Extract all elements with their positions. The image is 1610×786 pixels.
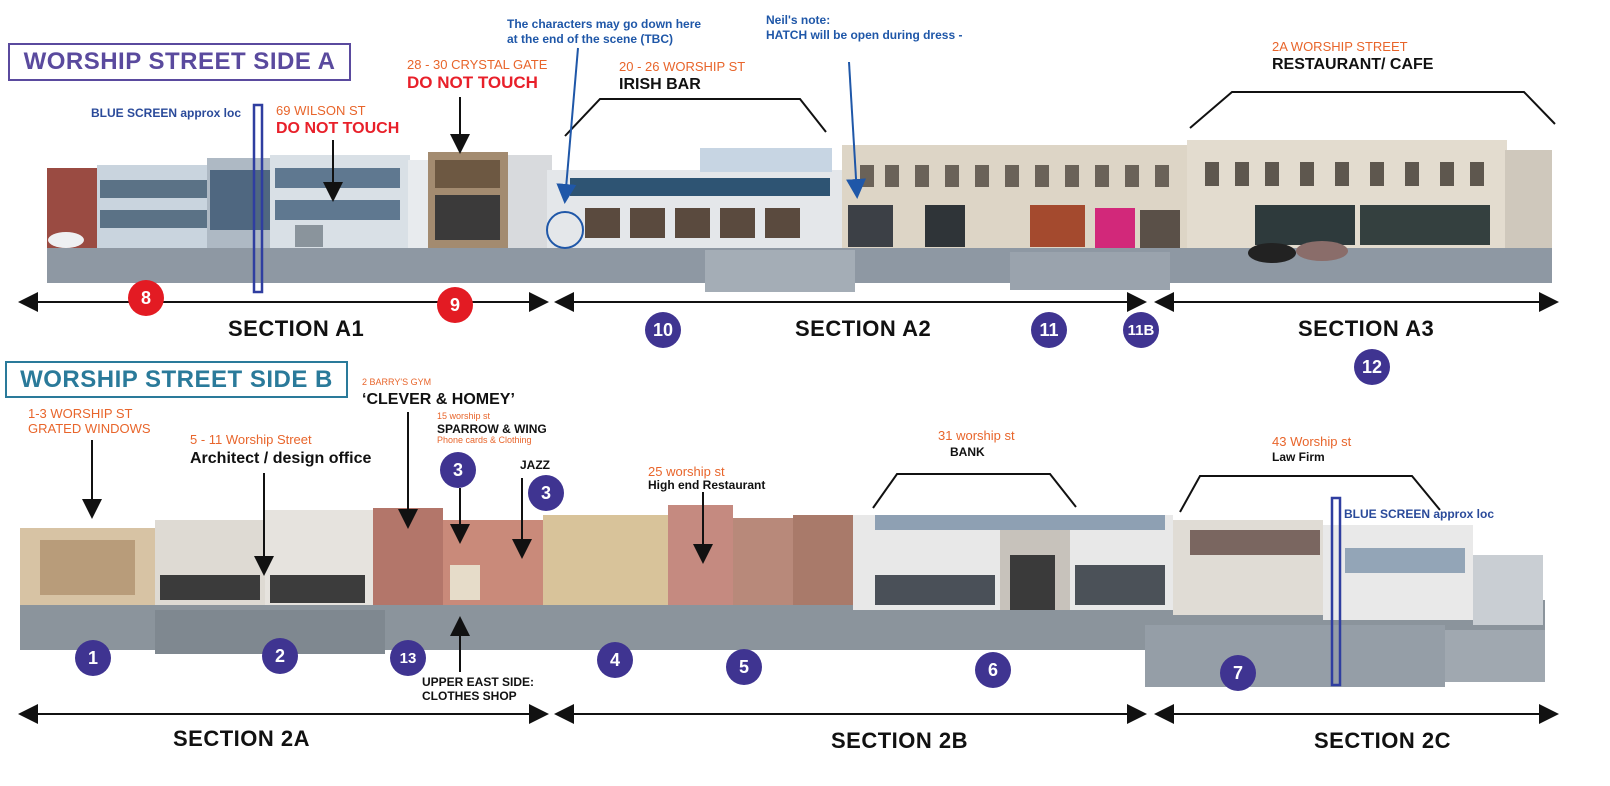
- cafe-address: 2A WORSHIP STREET: [1272, 39, 1408, 54]
- wilson-warning: DO NOT TOUCH: [276, 120, 400, 137]
- side-b-title: WORSHIP STREET SIDE B: [5, 361, 348, 398]
- crystal-gate-warning: DO NOT TOUCH: [407, 73, 538, 92]
- marker-3-sparrow: 3: [440, 452, 476, 488]
- gym-name: ‘CLEVER & HOMEY’: [362, 391, 515, 408]
- side-b-panorama: [20, 496, 1545, 687]
- side-a-panorama: [47, 103, 1552, 294]
- marker-6: 6: [975, 652, 1011, 688]
- blue-screen-label-a: BLUE SCREEN approx loc: [91, 106, 242, 120]
- irish-bar-address: 20 - 26 WORSHIP ST: [619, 59, 746, 74]
- clothes-shop-line2: CLOTHES SHOP: [422, 689, 517, 703]
- marker-11b: 11B: [1123, 312, 1159, 348]
- wilson-address: 69 WILSON ST: [276, 103, 366, 118]
- grated-desc: GRATED WINDOWS: [28, 421, 151, 436]
- section-a2-label: SECTION A2: [795, 316, 932, 341]
- section-a3-label: SECTION A3: [1298, 316, 1435, 341]
- marker-7: 7: [1220, 655, 1256, 691]
- architect-name: Architect / design office: [190, 450, 372, 467]
- bank-name: BANK: [950, 445, 985, 459]
- jazz-label: JAZZ: [520, 458, 550, 472]
- sparrow-desc: Phone cards & Clothing: [437, 435, 532, 445]
- bank-address: 31 worship st: [938, 428, 1015, 443]
- law-firm-address: 43 Worship st: [1272, 434, 1352, 449]
- characters-note-line2: at the end of the scene (TBC): [507, 32, 674, 46]
- neil-note-line1: Neil's note:: [766, 13, 831, 27]
- pointer-arrows: [82, 97, 713, 672]
- marker-5: 5: [726, 649, 762, 685]
- marker-3-jazz: 3: [528, 475, 564, 511]
- clothes-shop-line1: UPPER EAST SIDE:: [422, 675, 535, 689]
- marker-8: 8: [128, 280, 164, 316]
- marker-11: 11: [1031, 312, 1067, 348]
- sparrow-name: SPARROW & WING: [437, 422, 547, 436]
- cafe-name: RESTAURANT/ CAFE: [1272, 56, 1434, 73]
- marker-2: 2: [262, 638, 298, 674]
- section-2b-label: SECTION 2B: [831, 728, 969, 753]
- section-2c-label: SECTION 2C: [1314, 728, 1452, 753]
- marker-4: 4: [597, 642, 633, 678]
- characters-note-line1: The characters may go down here: [507, 17, 702, 31]
- crystal-gate-address: 28 - 30 CRYSTAL GATE: [407, 57, 548, 72]
- building-brackets: [564, 91, 1556, 513]
- blue-screen-label-b: BLUE SCREEN approx loc: [1344, 507, 1495, 521]
- marker-10: 10: [645, 312, 681, 348]
- restaurant-name: High end Restaurant: [648, 478, 766, 492]
- blue-pointer-arrows: [556, 47, 867, 204]
- gym-address: 2 BARRY'S GYM: [362, 377, 432, 387]
- section-2a-label: SECTION 2A: [173, 726, 311, 751]
- marker-9: 9: [437, 287, 473, 323]
- grated-address: 1-3 WORSHIP ST: [28, 406, 133, 421]
- neil-note-line2: HATCH will be open during dress -: [766, 28, 963, 42]
- marker-1: 1: [75, 640, 111, 676]
- architect-address: 5 - 11 Worship Street: [190, 432, 312, 447]
- restaurant-address: 25 worship st: [648, 464, 725, 479]
- section-a1-label: SECTION A1: [228, 316, 365, 341]
- marker-12: 12: [1354, 349, 1390, 385]
- sparrow-address: 15 worship st: [437, 411, 491, 421]
- marker-13: 13: [390, 640, 426, 676]
- irish-bar-name: IRISH BAR: [619, 76, 701, 93]
- law-firm-name: Law Firm: [1272, 450, 1325, 464]
- side-a-title: WORSHIP STREET SIDE A: [8, 43, 351, 81]
